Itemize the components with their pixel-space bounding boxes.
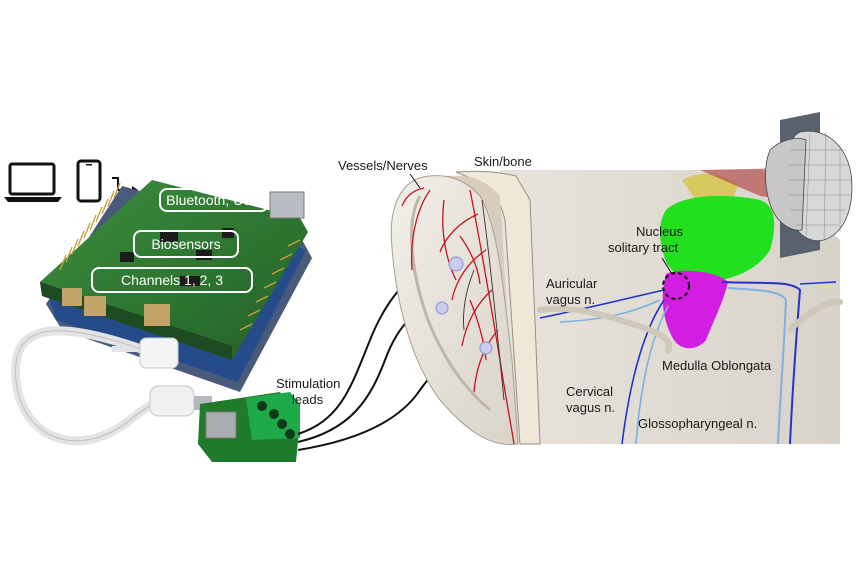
label-cervical-line1: Cervical (566, 384, 613, 399)
header-connector-2 (84, 296, 106, 316)
board-label-bluetooth: Bluetooth, USB (159, 188, 269, 212)
board-label-channels: Channels 1, 2, 3 (91, 267, 253, 293)
medulla-oblongata (662, 270, 728, 349)
svg-text:Biosensors: Biosensors (151, 236, 220, 252)
svg-text:Bluetooth, USB: Bluetooth, USB (166, 192, 262, 208)
head-scan-inset (765, 112, 853, 258)
laptop-icon (4, 162, 62, 202)
header-connector-3 (62, 288, 82, 306)
label-glossopharyngeal: Glossopharyngeal n. (638, 416, 757, 431)
phone-icon (76, 159, 102, 203)
label-nucleus-line1: Nucleus (636, 224, 683, 239)
label-auricular-line1: Auricular (546, 276, 598, 291)
usb-c-plug (149, 385, 195, 417)
usb-port (269, 191, 305, 219)
label-vessels-nerves: Vessels/Nerves (338, 158, 428, 173)
leads-label-line2: leads (292, 392, 324, 407)
label-auricular-line2: vagus n. (546, 292, 595, 307)
electrode-3 (479, 341, 493, 355)
outer-ear (390, 175, 519, 446)
electrode-2 (435, 301, 449, 315)
head-anatomy-model (390, 168, 843, 446)
usb-cable (11, 326, 212, 446)
svg-text:Channels 1, 2, 3: Channels 1, 2, 3 (121, 272, 223, 288)
label-skin-bone: Skin/bone (474, 154, 532, 169)
leads-label-line1: Stimulation (276, 376, 340, 391)
label-nucleus-line2: solitary tract (608, 240, 678, 255)
header-connector-1 (144, 304, 170, 326)
nucleus-solitary-region (659, 195, 775, 283)
ear-vessels (401, 187, 515, 445)
nucleus-marker (662, 272, 690, 300)
board-label-biosensors: Biosensors (133, 230, 239, 258)
terminal-block (198, 392, 300, 462)
label-cervical-line2: vagus n. (566, 400, 615, 415)
label-medulla: Medulla Oblongata (662, 358, 772, 373)
electrode-1 (448, 256, 464, 272)
